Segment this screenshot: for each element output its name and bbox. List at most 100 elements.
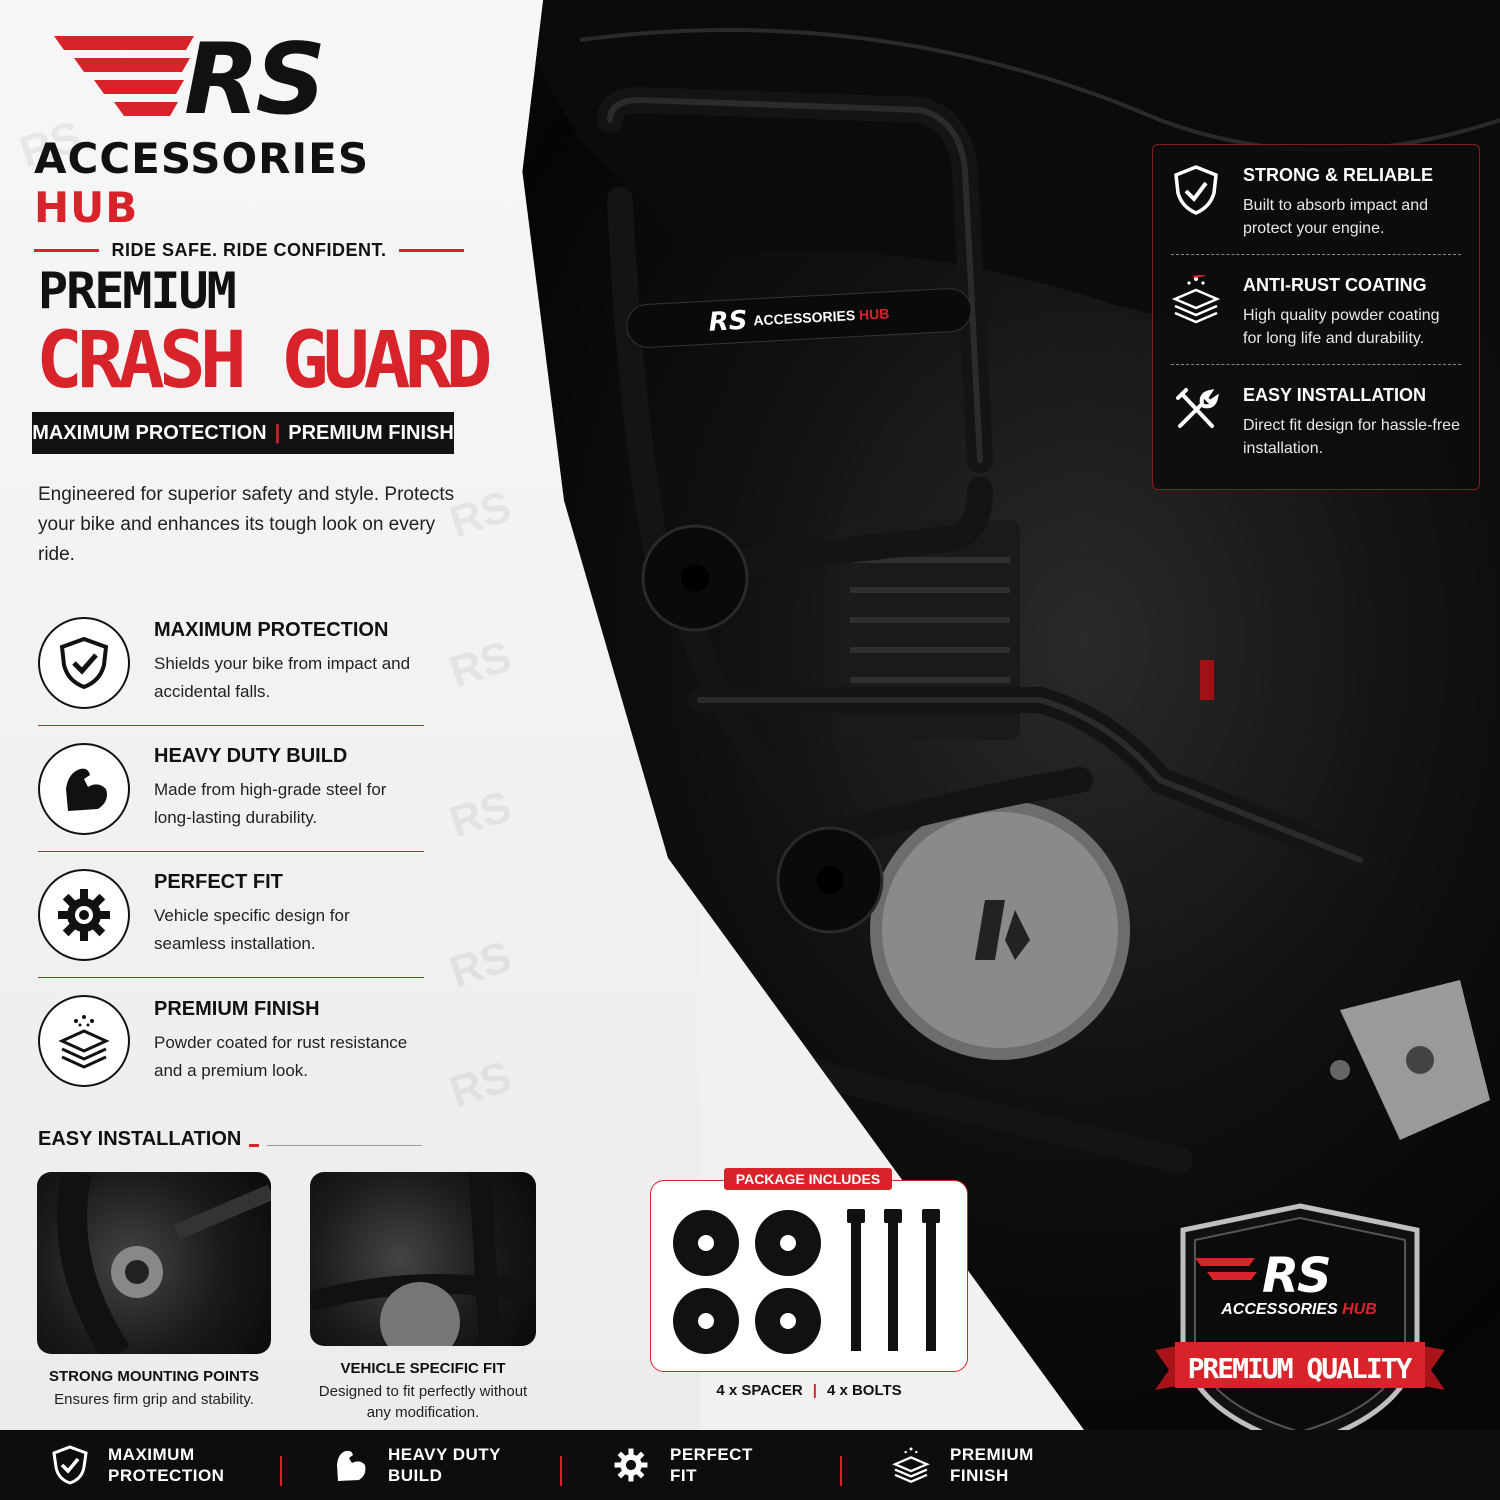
installation-card: VEHICLE SPECIFIC FIT Designed to fit per… <box>310 1172 536 1423</box>
shield-check-icon <box>38 616 130 709</box>
package-caption: 4 x SPACER | 4 x BOLTS <box>650 1382 968 1399</box>
brand-tagline: RIDE SAFE. RIDE CONFIDENT. <box>34 240 464 261</box>
bottom-feature-item: PERFECT FIT <box>560 1444 840 1486</box>
bar-separator: | <box>274 421 281 444</box>
bottom-line1: HEAVY DUTY <box>388 1445 502 1464</box>
callout-item: STRONG & RELIABLE Built to absorb impact… <box>1153 145 1479 254</box>
logo-hub: HUB <box>34 183 139 232</box>
layers-spray-icon <box>1171 275 1221 325</box>
intro-text: Engineered for superior safety and style… <box>38 484 455 565</box>
bottom-line2: PROTECTION <box>108 1466 225 1485</box>
plate-rs-text: RS <box>707 305 749 338</box>
feature-list: MAXIMUM PROTECTION Shields your bike fro… <box>38 600 424 1104</box>
badge-accessories: ACCESSORIES <box>1221 1301 1338 1318</box>
speed-lines-icon <box>54 36 194 116</box>
brand-logo: RS ACCESSORIES HUB RIDE SAFE. RIDE CONFI… <box>34 30 464 261</box>
bolt-icon <box>847 1209 940 1351</box>
bottom-line1: PERFECT <box>670 1445 753 1464</box>
spacer-icon <box>673 1210 821 1354</box>
bottom-feature-item: PREMIUM FINISH <box>840 1444 1120 1486</box>
divider <box>267 1145 422 1146</box>
installation-photo <box>37 1172 271 1354</box>
callout-desc: High quality powder coating for long lif… <box>1243 307 1440 347</box>
caption-separator: | <box>812 1382 817 1399</box>
feature-title: HEAVY DUTY BUILD <box>154 745 348 767</box>
bottom-feature-bar: MAXIMUM PROTECTION HEAVY DUTY BUILD PERFEC… <box>0 1430 1500 1500</box>
badge-hub: HUB <box>1342 1301 1377 1318</box>
installation-card-label: VEHICLE SPECIFIC FIT <box>340 1360 506 1377</box>
feature-title: PERFECT FIT <box>154 871 283 893</box>
flexed-arm-icon <box>38 742 130 835</box>
plate-hub: HUB <box>858 305 890 323</box>
callout-desc: Direct fit design for hassle-free instal… <box>1243 417 1460 457</box>
installation-section-title: EASY INSTALLATION <box>38 1128 422 1151</box>
shield-check-icon <box>52 1445 88 1485</box>
installation-card-desc: Ensures firm grip and stability. <box>54 1391 254 1408</box>
feature-desc: Shields your bike from impact and accide… <box>154 654 411 701</box>
gear-icon <box>38 868 130 961</box>
bottom-feature-text: PREMIUM FINISH <box>950 1444 1034 1486</box>
bottom-line1: MAXIMUM <box>108 1445 195 1464</box>
bar-left-text: MAXIMUM PROTECTION <box>32 421 267 444</box>
callout-item: ANTI-RUST COATING High quality powder co… <box>1171 254 1461 364</box>
logo-rs: RS <box>34 30 464 130</box>
feature-title: MAXIMUM PROTECTION <box>154 619 389 641</box>
callout-title: STRONG & RELIABLE <box>1243 165 1434 185</box>
shield-check-icon <box>1171 165 1221 215</box>
callout-desc: Built to absorb impact and protect your … <box>1243 197 1428 237</box>
installation-card-label: STRONG MOUNTING POINTS <box>49 1368 259 1385</box>
callout-item: EASY INSTALLATION Direct fit design for … <box>1171 364 1461 474</box>
bottom-feature-text: HEAVY DUTY BUILD <box>388 1444 501 1486</box>
logo-rs-text: RS <box>184 23 326 137</box>
package-box <box>650 1180 968 1372</box>
layers-spray-icon <box>38 995 130 1087</box>
feature-desc: Vehicle specific design for seamless ins… <box>154 906 350 953</box>
flexed-arm-icon <box>337 1450 366 1481</box>
feature-item: HEAVY DUTY BUILD Made from high-grade st… <box>38 726 424 852</box>
feature-item: PREMIUM FINISH Powder coated for rust re… <box>38 978 424 1104</box>
badge-wordmark: ACCESSORIES HUB <box>1214 1301 1384 1319</box>
gear-icon <box>614 1448 648 1482</box>
bottom-feature-item: HEAVY DUTY BUILD <box>280 1444 560 1486</box>
divider <box>34 249 100 252</box>
bottom-feature-text: MAXIMUM PROTECTION <box>108 1444 224 1486</box>
premium-quality-badge <box>1155 1203 1445 1449</box>
feature-desc: Powder coated for rust resistance and a … <box>154 1032 408 1080</box>
callout-title: EASY INSTALLATION <box>1243 385 1427 405</box>
logo-accessories: ACCESSORIES <box>34 134 370 183</box>
bottom-feature-text: PERFECT FIT <box>670 1444 753 1486</box>
package-tag: PACKAGE INCLUDES <box>724 1168 892 1190</box>
bottom-line1: PREMIUM <box>950 1445 1034 1464</box>
badge-ribbon-text: PREMIUM QUALITY <box>1187 1352 1413 1385</box>
bar-right-text: PREMIUM FINISH <box>288 421 454 444</box>
package-contents <box>673 1209 940 1354</box>
headline-pre: PREMIUM <box>38 262 237 320</box>
feature-desc: Made from high-grade steel for long-last… <box>154 780 387 827</box>
feature-callout-box: STRONG & RELIABLE Built to absorb impact… <box>1152 144 1480 490</box>
plate-hub-text: ACCESSORIES HUB <box>753 305 890 328</box>
installation-card-desc: Designed to fit perfectly without any mo… <box>318 1383 528 1421</box>
tagline-text: RIDE SAFE. RIDE CONFIDENT. <box>111 240 387 260</box>
headline-main: CRASH GUARD <box>36 316 493 406</box>
feature-item: MAXIMUM PROTECTION Shields your bike fro… <box>38 600 424 726</box>
installation-title-text: EASY INSTALLATION <box>38 1128 242 1150</box>
bottom-line2: FIT <box>670 1466 697 1485</box>
bottom-line2: FINISH <box>950 1466 1009 1485</box>
plate-accessories: ACCESSORIES <box>752 307 856 329</box>
feature-item: PERFECT FIT Vehicle specific design for … <box>38 852 424 978</box>
feature-title: PREMIUM FINISH <box>154 997 320 1020</box>
bottom-feature-item: MAXIMUM PROTECTION <box>0 1444 280 1486</box>
layers-spray-icon <box>892 1447 930 1483</box>
bottom-line2: BUILD <box>388 1466 443 1485</box>
installation-photo <box>310 1172 536 1346</box>
divider <box>398 249 464 252</box>
installation-card: STRONG MOUNTING POINTS Ensures firm grip… <box>37 1172 271 1410</box>
logo-wordmark: ACCESSORIES HUB <box>34 134 464 232</box>
bolt-count: 4 x BOLTS <box>826 1382 902 1399</box>
headline-bar: MAXIMUM PROTECTION | PREMIUM FINISH <box>32 412 454 454</box>
callout-title: ANTI-RUST COATING <box>1243 275 1427 295</box>
badge-rs-text: RS <box>1262 1248 1332 1304</box>
divider <box>249 1144 260 1147</box>
tools-icon <box>1171 385 1221 435</box>
spacer-count: 4 x SPACER <box>716 1382 803 1399</box>
